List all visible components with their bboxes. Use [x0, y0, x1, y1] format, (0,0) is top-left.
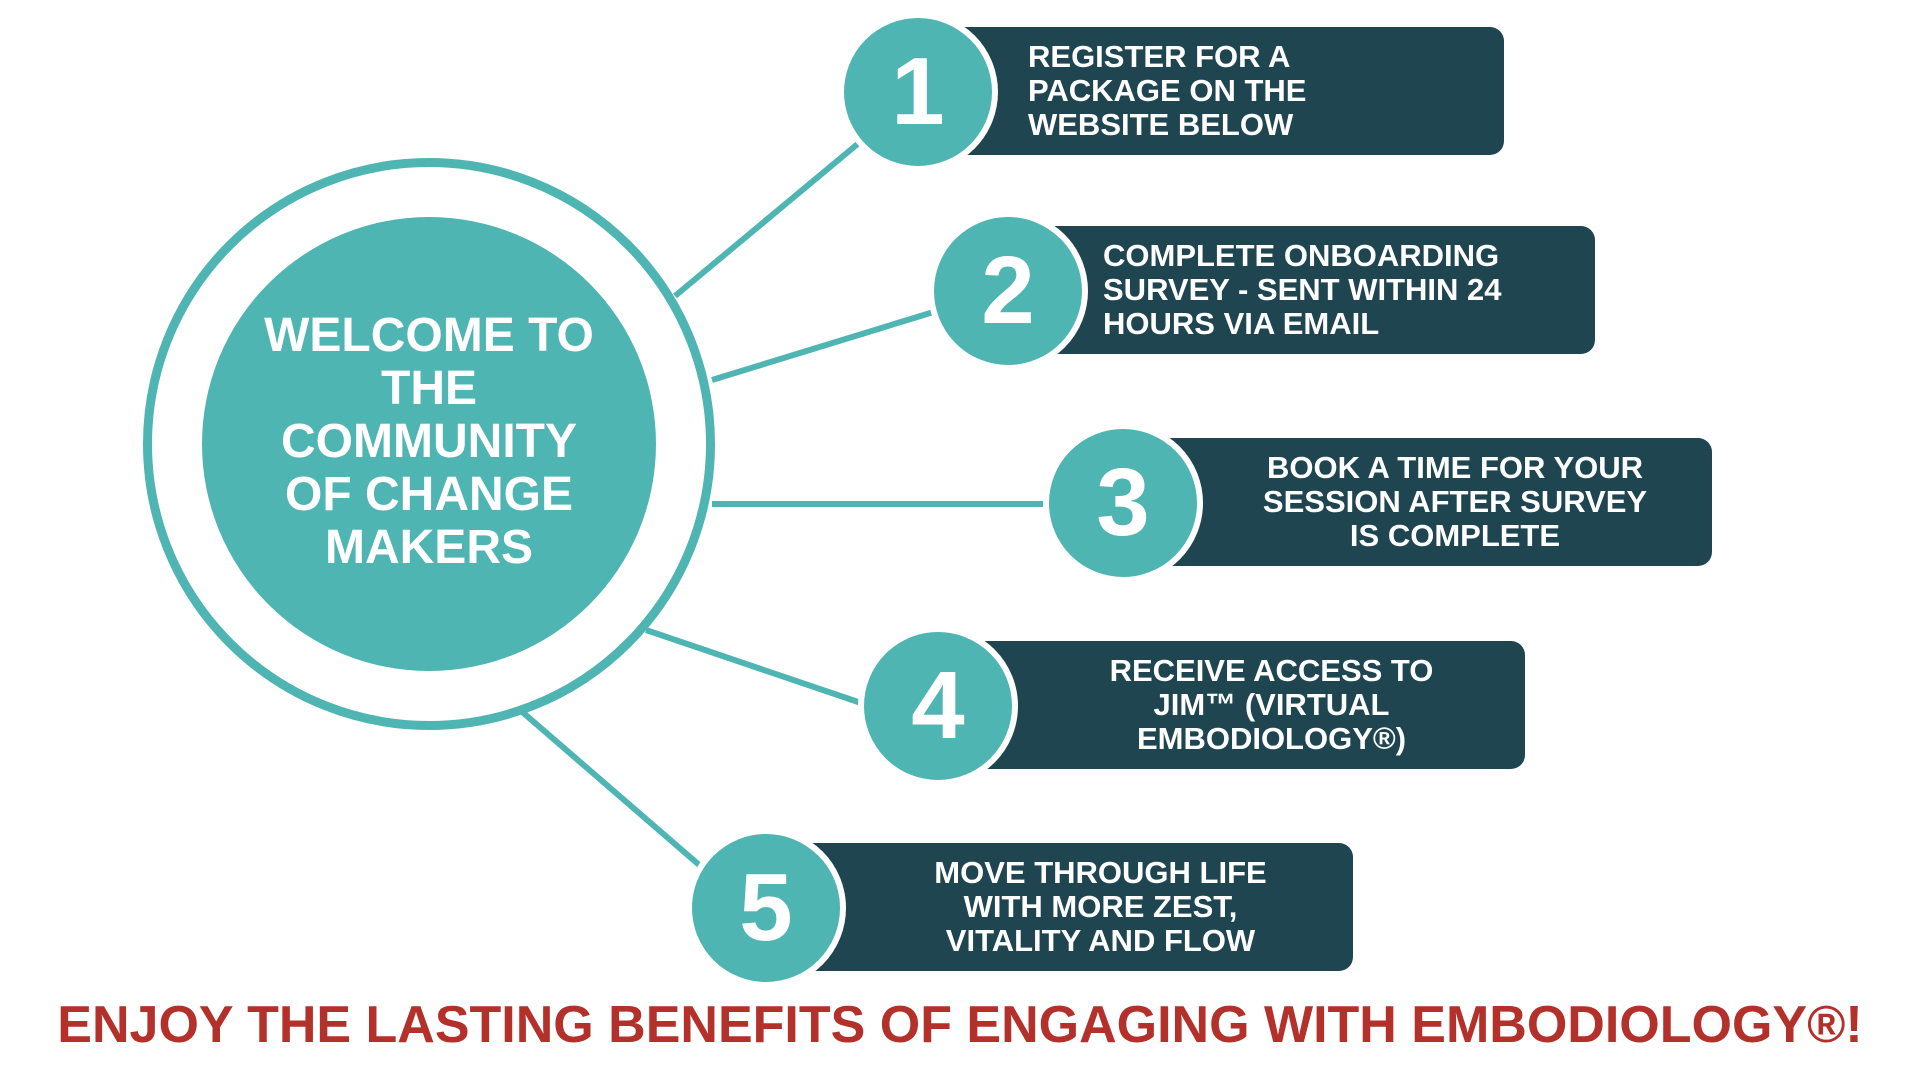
step-1-text: REGISTER FOR A PACKAGE ON THE WEBSITE BE…	[1028, 39, 1307, 142]
step-4-number: 4	[911, 652, 965, 759]
step-5-number: 5	[739, 854, 793, 961]
step-2-text: COMPLETE ONBOARDING SURVEY - SENT WITHIN…	[1103, 238, 1502, 341]
step-5-box: MOVE THROUGH LIFE WITH MORE ZEST, VITALI…	[770, 843, 1353, 971]
connector-line-5	[518, 707, 707, 873]
step-1-box: REGISTER FOR A PACKAGE ON THE WEBSITE BE…	[920, 27, 1504, 155]
step-1-number: 1	[891, 38, 945, 145]
step-3-box: BOOK A TIME FOR YOUR SESSION AFTER SURVE…	[1120, 438, 1712, 566]
hub-welcome-text: WELCOME TO THE COMMUNITY OF CHANGE MAKER…	[264, 308, 594, 574]
step-4-text: RECEIVE ACCESS TO JIM™ (VIRTUAL EMBODIOL…	[1109, 653, 1434, 756]
step-3-text: BOOK A TIME FOR YOUR SESSION AFTER SURVE…	[1262, 450, 1648, 553]
step-3-number: 3	[1096, 449, 1150, 556]
step-2-box: COMPLETE ONBOARDING SURVEY - SENT WITHIN…	[1005, 226, 1595, 354]
step-4-circle: 4	[858, 626, 1018, 786]
connector-line-1	[673, 139, 862, 299]
step-5-circle: 5	[686, 828, 846, 988]
step-2-number: 2	[981, 237, 1035, 344]
connector-line-4	[645, 627, 871, 709]
step-1-circle: 1	[838, 12, 998, 172]
hub-circle: WELCOME TO THE COMMUNITY OF CHANGE MAKER…	[202, 217, 656, 671]
step-3-circle: 3	[1043, 423, 1203, 583]
footer-tagline: ENJOY THE LASTING BENEFITS OF ENGAGING W…	[57, 996, 1863, 1054]
step-5-text: MOVE THROUGH LIFE WITH MORE ZEST, VITALI…	[934, 855, 1267, 958]
connector-line-2	[711, 307, 941, 383]
step-2-circle: 2	[928, 211, 1088, 371]
step-4-box: RECEIVE ACCESS TO JIM™ (VIRTUAL EMBODIOL…	[940, 641, 1525, 769]
